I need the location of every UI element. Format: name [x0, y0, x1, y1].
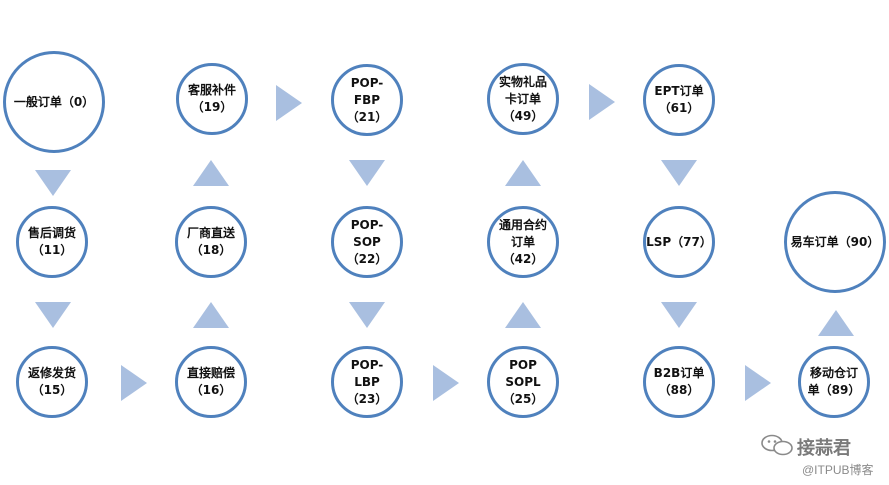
arrow-up-icon: [505, 160, 541, 186]
node-label: （23）: [346, 391, 388, 406]
arrow-up-icon: [505, 302, 541, 328]
node-label: 厂商直送: [186, 226, 235, 240]
node-order-18: 厂商直送 （18）: [175, 206, 247, 278]
arrow-right-icon: [433, 365, 459, 401]
arrow-up-icon: [193, 160, 229, 186]
arrow-down-icon: [349, 302, 385, 328]
arrow-right-icon: [745, 365, 771, 401]
node-label: 移动仓订: [809, 366, 858, 380]
node-label: 一般订单（0）: [13, 94, 95, 109]
arrow-down-icon: [35, 302, 71, 328]
node-label: （25）: [502, 391, 544, 406]
node-label: （18）: [190, 243, 232, 257]
node-order-19: 客服补件 （19）: [176, 63, 248, 135]
node-label: B2B订单: [653, 366, 705, 380]
node-label: EPT订单: [654, 84, 704, 98]
arrow-right-icon: [121, 365, 147, 401]
node-label: （16）: [190, 383, 232, 397]
node-label: （61）: [658, 101, 700, 115]
node-label: POP: [509, 357, 537, 372]
node-label: （49）: [502, 108, 544, 123]
arrow-right-icon: [276, 85, 302, 121]
arrow-down-icon: [661, 160, 697, 186]
node-label: 易车订单（90）: [790, 234, 880, 249]
node-label: （21）: [346, 109, 388, 124]
node-label: POP-: [350, 357, 384, 372]
node-label: （42）: [502, 251, 544, 266]
node-order-11: 售后调货 （11）: [16, 206, 88, 278]
node-order-88: B2B订单 （88）: [643, 346, 715, 418]
node-label: （11）: [31, 243, 73, 257]
node-order-77: LSP（77）: [643, 206, 715, 278]
wechat-icon: [761, 434, 793, 456]
node-order-25: POP SOPL （25）: [487, 346, 559, 418]
watermark-logo: 接蒜君: [797, 438, 851, 458]
node-label: 售后调货: [27, 226, 76, 240]
node-order-15: 返修发货 （15）: [16, 346, 88, 418]
node-label: 实物礼品: [498, 74, 547, 89]
node-label: 单（89）: [807, 383, 861, 397]
arrow-down-icon: [661, 302, 697, 328]
watermark-subtitle: @ITPUB博客: [802, 463, 874, 477]
arrow-down-icon: [35, 170, 71, 196]
node-order-90: 易车订单（90）: [784, 191, 886, 293]
node-label: 返修发货: [27, 366, 76, 380]
node-label: POP-: [350, 75, 384, 90]
node-label: POP-: [350, 217, 384, 232]
node-label: FBP: [353, 92, 381, 107]
node-label: （19）: [191, 100, 233, 114]
node-label: 通用合约: [498, 217, 547, 232]
node-label: （22）: [346, 251, 388, 266]
node-order-16: 直接赔偿 （16）: [175, 346, 247, 418]
arrow-up-icon: [193, 302, 229, 328]
node-order-49: 实物礼品 卡订单 （49）: [487, 63, 559, 135]
node-label: LBP: [354, 374, 380, 389]
node-label: 直接赔偿: [186, 366, 235, 380]
node-order-42: 通用合约 订单 （42）: [487, 206, 559, 278]
node-label: （88）: [658, 383, 700, 397]
node-label: 卡订单: [504, 91, 541, 106]
node-label: SOPL: [505, 374, 541, 389]
node-label: LSP（77）: [646, 234, 712, 249]
node-label: 客服补件: [187, 83, 236, 97]
node-label: （15）: [31, 383, 73, 397]
arrow-right-icon: [589, 84, 615, 120]
arrow-up-icon: [818, 310, 854, 336]
node-order-21: POP- FBP （21）: [331, 64, 403, 136]
node-label: 订单: [510, 234, 535, 249]
node-order-22: POP- SOP （22）: [331, 206, 403, 278]
node-order-0: 一般订单（0）: [3, 51, 105, 153]
arrow-down-icon: [349, 160, 385, 186]
node-order-89: 移动仓订 单（89）: [798, 346, 870, 418]
node-order-61: EPT订单 （61）: [643, 64, 715, 136]
node-order-23: POP- LBP （23）: [331, 346, 403, 418]
node-label: SOP: [353, 234, 381, 249]
